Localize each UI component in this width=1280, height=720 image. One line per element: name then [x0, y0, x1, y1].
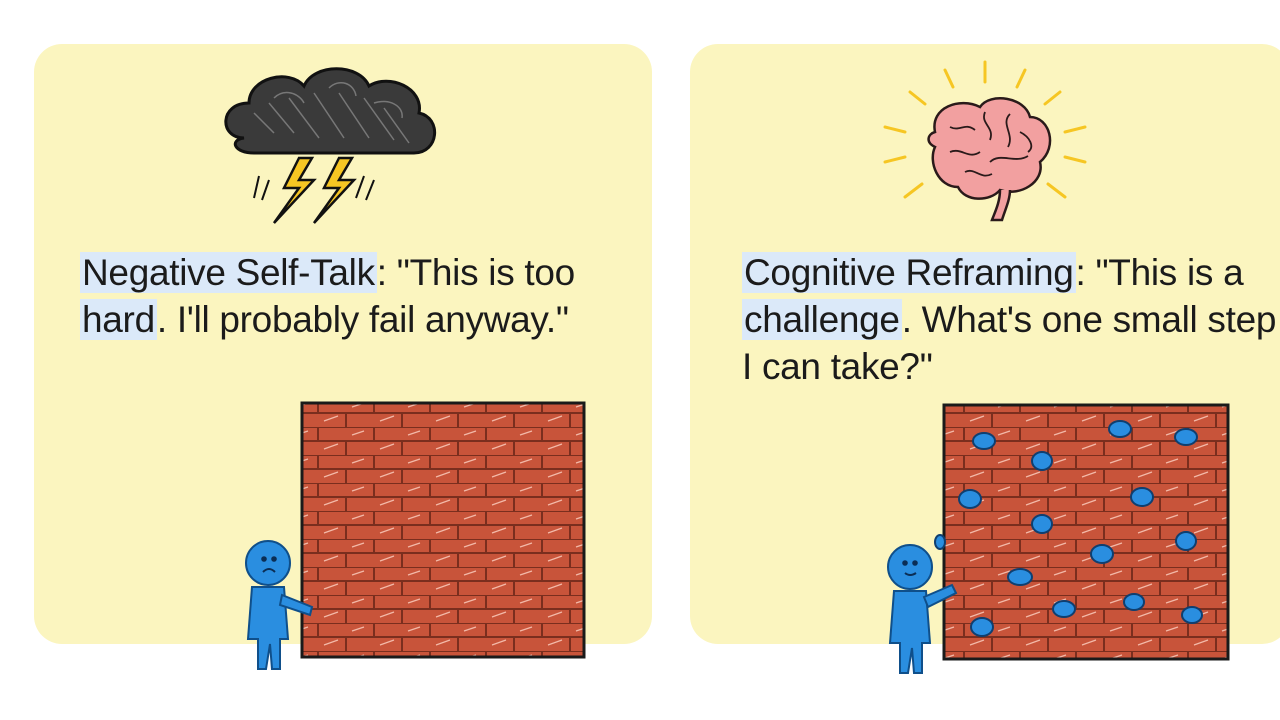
brain-shape	[927, 97, 1052, 222]
hopeful-person-figure	[887, 544, 958, 674]
glow-rays	[883, 60, 1087, 199]
caption-quote-end: . I'll probably fail anyway."	[156, 299, 569, 340]
negative-self-talk-panel: Negative Self-Talk: "This is too hard. I…	[34, 44, 652, 670]
cognitive-reframing-panel: Cognitive Reframing: "This is a challeng…	[690, 44, 1280, 674]
caption-quote-start: : "This is a	[1075, 252, 1244, 293]
climbing-holds	[934, 420, 1203, 637]
brick-wall	[300, 401, 586, 659]
keyword-hard: hard	[80, 299, 157, 340]
storm-cloud-icon	[224, 67, 436, 224]
cognitive-reframing-caption: Cognitive Reframing: "This is a challeng…	[742, 249, 1280, 390]
negative-self-talk-term: Negative Self-Talk	[80, 252, 377, 293]
lightning-bolt-left	[272, 156, 317, 224]
worried-person-figure	[245, 540, 314, 670]
person-at-climbing-wall-illustration	[887, 403, 1230, 674]
person-facing-brick-wall-illustration	[245, 401, 586, 670]
cognitive-reframing-term: Cognitive Reframing	[742, 252, 1076, 293]
keyword-challenge: challenge	[742, 299, 902, 340]
negative-self-talk-caption: Negative Self-Talk: "This is too hard. I…	[80, 249, 600, 343]
caption-quote-end: . What's one small step I can take?"	[742, 299, 1277, 387]
glowing-brain-icon	[883, 60, 1087, 222]
caption-quote-start: : "This is too	[376, 252, 575, 293]
lightning-bolt-right	[312, 156, 357, 224]
